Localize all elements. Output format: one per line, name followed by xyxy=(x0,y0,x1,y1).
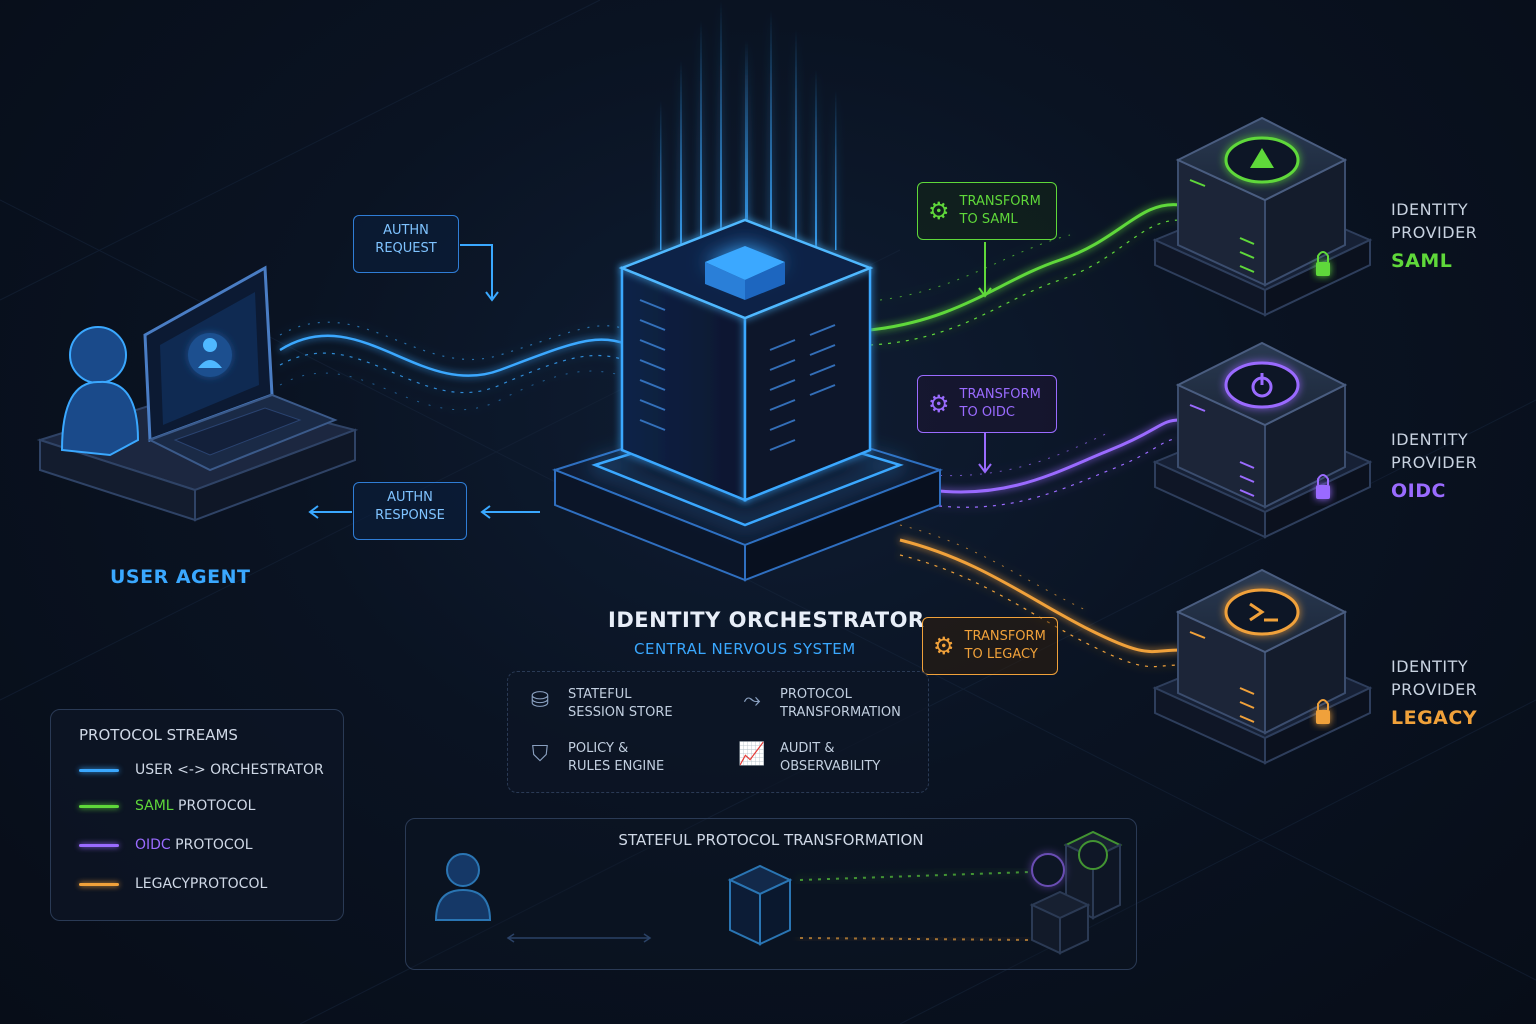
transform-saml-box: ⚙ TRANSFORM TO SAML xyxy=(917,182,1057,240)
authn-response-box: AUTHN RESPONSE xyxy=(353,482,467,540)
idp-legacy-line1: IDENTITY xyxy=(1391,657,1469,676)
idp-legacy-label: IDENTITY PROVIDER LEGACY xyxy=(1391,655,1477,730)
legend-item-saml-rest: PROTOCOL xyxy=(173,798,256,814)
feature-session-store: ⛁ STATEFUL SESSION STORE xyxy=(526,686,673,722)
idp-oidc-protocol: OIDC xyxy=(1391,480,1446,502)
transform-legacy-line2: TO LEGACY xyxy=(964,647,1038,662)
feature-protocol-transformation: ⤳ PROTOCOL TRANSFORMATION xyxy=(738,686,901,722)
data-beams xyxy=(660,0,837,250)
legend-item-legacy-label: LEGACY xyxy=(135,876,190,892)
authn-response-line1: AUTHN xyxy=(387,490,433,505)
legend-item-saml: SAML PROTOCOL xyxy=(79,798,255,814)
shield-check-icon: ⛉ xyxy=(531,742,549,767)
orchestrator-title: IDENTITY ORCHESTRATOR xyxy=(608,608,925,632)
user-agent-device xyxy=(36,265,359,522)
legend-swatch xyxy=(79,768,119,772)
idp-oidc-line1: IDENTITY xyxy=(1391,430,1469,449)
transform-oidc-line2: TO OIDC xyxy=(959,405,1015,420)
feature-session-store-line2: SESSION STORE xyxy=(568,705,673,720)
idp-saml-protocol: SAML xyxy=(1391,250,1453,272)
flow-icon: ⤳ xyxy=(743,688,761,713)
transform-legacy-line1: TRANSFORM xyxy=(964,629,1046,644)
legend-item-user-label: USER <-> ORCHESTRATOR xyxy=(135,762,324,778)
legend-item-oidc-prefix: OIDC xyxy=(135,837,171,853)
legend-title: PROTOCOL STREAMS xyxy=(79,726,238,744)
authn-request-line2: REQUEST xyxy=(375,241,437,256)
authn-response-line2: RESPONSE xyxy=(375,508,445,523)
legend-item-user: USER <-> ORCHESTRATOR xyxy=(79,762,324,778)
legend-item-oidc: OIDC PROTOCOL xyxy=(79,837,253,853)
idp-legacy-line2: PROVIDER xyxy=(1391,680,1478,699)
transform-oidc-box: ⚙ TRANSFORM TO OIDC xyxy=(917,375,1057,433)
flow-arrows xyxy=(308,242,992,519)
bottom-transformation-panel: STATEFUL PROTOCOL TRANSFORMATION xyxy=(405,818,1137,970)
orchestrator-subtitle: CENTRAL NERVOUS SYSTEM xyxy=(634,640,856,658)
feature-audit-line2: OBSERVABILITY xyxy=(780,759,881,774)
idp-saml-label: IDENTITY PROVIDER SAML xyxy=(1391,198,1477,273)
idp-server-oidc xyxy=(1152,341,1373,539)
legend-item-legacy-rest: PROTOCOL xyxy=(189,876,268,892)
transform-oidc-line1: TRANSFORM xyxy=(959,387,1041,402)
feature-policy-engine: ⛉ POLICY & RULES ENGINE xyxy=(526,740,664,776)
idp-saml-line2: PROVIDER xyxy=(1391,223,1478,242)
mini-diagram xyxy=(434,830,1123,955)
feature-protocol-transformation-line1: PROTOCOL xyxy=(780,687,852,702)
stream-oidc xyxy=(929,418,1181,508)
database-icon: ⛁ xyxy=(530,688,550,713)
transform-legacy-box: ⚙ TRANSFORM TO LEGACY xyxy=(922,617,1058,675)
feature-protocol-transformation-line2: TRANSFORMATION xyxy=(780,705,901,720)
stream-legacy xyxy=(899,524,1181,668)
authn-request-line1: AUTHN xyxy=(383,223,429,238)
orchestrator-tower xyxy=(552,218,944,582)
legend-swatch xyxy=(79,804,119,808)
feature-audit: 📈 AUDIT & OBSERVABILITY xyxy=(738,740,880,776)
transform-saml-line2: TO SAML xyxy=(959,212,1018,227)
legend-item-oidc-rest: PROTOCOL xyxy=(170,837,253,853)
gear-icon: ⚙ xyxy=(933,632,955,660)
feature-policy-engine-line2: RULES ENGINE xyxy=(568,759,665,774)
user-agent-label: USER AGENT xyxy=(110,566,251,588)
idp-server-saml xyxy=(1152,116,1373,317)
legend-panel: PROTOCOL STREAMS USER <-> ORCHESTRATOR S… xyxy=(50,709,344,921)
stream-user-orchestrator xyxy=(279,321,641,411)
legend-item-saml-prefix: SAML xyxy=(135,798,174,814)
idp-oidc-label: IDENTITY PROVIDER OIDC xyxy=(1391,428,1477,503)
stream-saml xyxy=(869,203,1181,346)
idp-oidc-line2: PROVIDER xyxy=(1391,453,1478,472)
bottom-panel-title: STATEFUL PROTOCOL TRANSFORMATION xyxy=(618,831,924,849)
legend-swatch xyxy=(79,843,119,847)
transform-saml-line1: TRANSFORM xyxy=(959,194,1041,209)
legend-swatch xyxy=(79,882,119,886)
feature-session-store-line1: STATEFUL xyxy=(568,687,632,702)
features-panel: ⛁ STATEFUL SESSION STORE ⤳ PROTOCOL TRAN… xyxy=(507,671,929,793)
idp-legacy-protocol: LEGACY xyxy=(1391,707,1478,729)
authn-request-box: AUTHN REQUEST xyxy=(353,215,459,273)
idp-saml-line1: IDENTITY xyxy=(1391,200,1469,219)
gear-icon: ⚙ xyxy=(928,197,950,225)
legend-item-legacy: LEGACY PROTOCOL xyxy=(79,876,267,892)
chart-icon: 📈 xyxy=(738,742,766,767)
idp-server-legacy xyxy=(1152,568,1373,765)
gear-icon: ⚙ xyxy=(928,390,950,418)
feature-policy-engine-line1: POLICY & xyxy=(568,741,629,756)
feature-audit-line1: AUDIT & xyxy=(780,741,835,756)
